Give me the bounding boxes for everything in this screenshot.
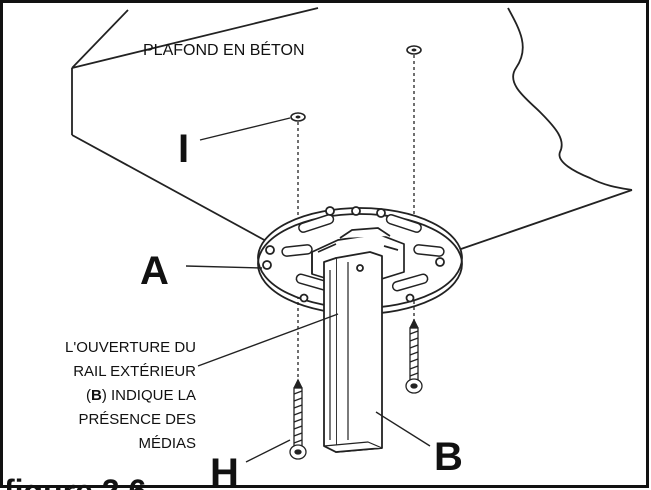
concrete-ceiling (71, 7, 633, 251)
leader-B (375, 411, 431, 447)
rail (323, 251, 383, 453)
screw-left (289, 378, 307, 460)
note-line-3-rest: ) INDIQUE LA (102, 387, 196, 404)
label-A: A (140, 249, 169, 293)
label-B: B (434, 435, 463, 479)
leader-I (199, 117, 291, 141)
note-line-2: RAIL EXTÉRIEUR (73, 363, 196, 380)
figure-caption: figure 2.6 (4, 473, 146, 490)
rail-note: L'OUVERTURE DU RAIL EXTÉRIEUR (B) INDIQU… (65, 339, 196, 452)
ceiling-label: PLAFOND EN BÉTON (143, 40, 305, 59)
note-line-5: MÉDIAS (138, 435, 196, 452)
label-H: H (210, 451, 239, 490)
label-I: I (178, 127, 189, 171)
anchor-hole-right (406, 45, 422, 55)
anchor-hole-left (290, 112, 306, 122)
note-line-4: PRÉSENCE DES (78, 411, 196, 428)
note-line-3-open: ( (86, 387, 91, 404)
note-line-3-bold: B (91, 387, 102, 404)
leader-note (197, 313, 339, 367)
leader-lines (185, 117, 431, 463)
note-line-1: L'OUVERTURE DU (65, 339, 196, 356)
note-line-3: (B) INDIQUE LA (86, 387, 196, 404)
leader-H (245, 439, 291, 463)
screw-right (405, 318, 423, 394)
leader-A (185, 265, 263, 269)
